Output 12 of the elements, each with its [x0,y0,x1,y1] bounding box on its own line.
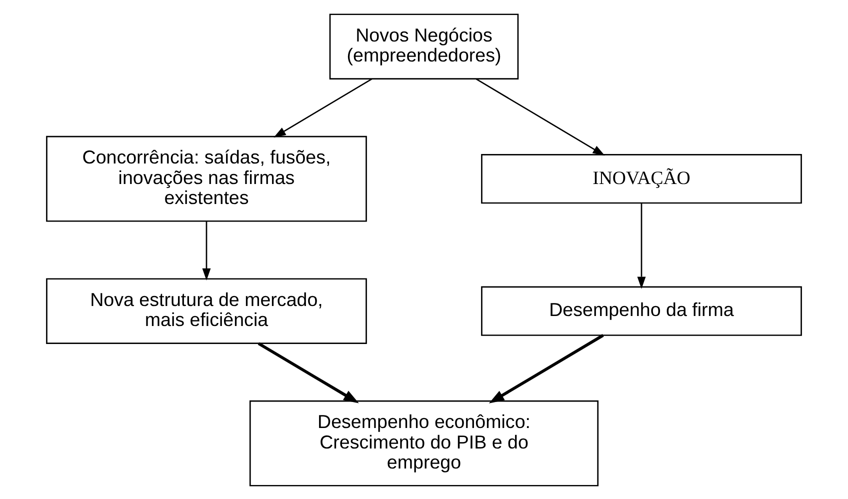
node-box: Desempenho econômico: Crescimento do PIB e do emprego [249,400,599,486]
arrow [202,220,211,280]
node-box: Nova estrutura de mercado, mais eficiência [46,278,367,344]
arrow [476,78,605,156]
arrow [258,342,359,403]
node-box: Novos Negócios (empreendedores) [329,13,519,79]
node-box: Desempenho da firma [481,286,802,336]
arrow [637,202,646,288]
node-box: Concorrência: saídas, fusões, inovações nas firmas existentes [46,135,367,222]
arrow [488,334,604,403]
arrow [274,78,372,137]
node-box: INOVAÇÃO [481,154,802,204]
